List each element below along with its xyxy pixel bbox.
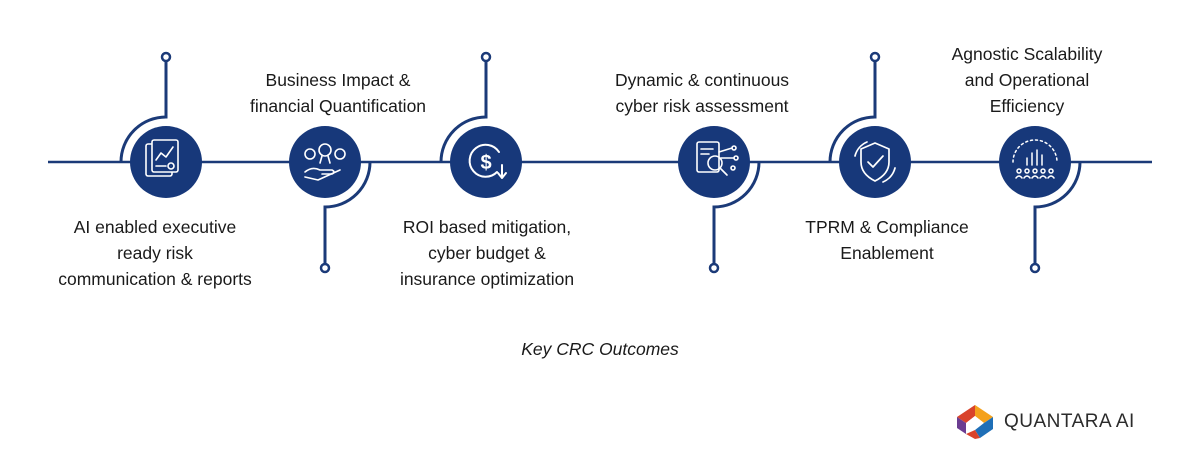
outcome-label-line: Efficiency [989,96,1065,116]
outcome-node-6 [999,126,1082,274]
outcome-node-2 [289,126,372,274]
connector-arc [439,57,488,163]
outcome-label-line: AI enabled executive [73,217,237,237]
connector-arc [323,161,372,268]
outcome-node-5 [828,51,911,198]
connector-end-dot [480,51,492,63]
outcome-label-line: Business Impact & [265,70,411,90]
node-circle [839,126,911,198]
connector-end-dot [708,262,720,274]
outcome-label-6: Agnostic Scalability and Operational Eff… [907,41,1147,119]
document-magnifier-network-icon [696,141,739,176]
outcome-label-line: insurance optimization [399,269,575,289]
quantara-logo [957,405,993,439]
connector-arc [119,57,168,163]
outcome-label-line: ready risk [117,243,193,263]
connector-end-dot [869,51,881,63]
outcome-label-2: Business Impact & financial Quantificati… [218,67,458,119]
svg-text:$: $ [480,152,491,174]
outcome-label-line: Dynamic & continuous [614,70,790,90]
outcome-node-3: $ [439,51,522,198]
dollar-decrease-icon: $ [468,143,507,179]
hand-award-coins-icon [304,143,346,181]
outcome-label-1: AI enabled executive ready risk communic… [35,214,275,292]
connector-end-dot [1029,262,1041,274]
node-circle [999,126,1071,198]
outcome-label-3: ROI based mitigation, cyber budget & ins… [367,214,607,292]
connector-arc [828,57,877,163]
outcome-label-line: Agnostic Scalability [951,44,1103,64]
outcome-node-1 [119,51,202,198]
outcome-label-line: financial Quantification [249,96,427,116]
outcome-label-line: communication & reports [58,269,252,289]
outcome-label-line: cyber risk assessment [615,96,789,116]
connector-arc [712,161,761,268]
connector-end-dot [160,51,172,63]
diagram-caption: Key CRC Outcomes [521,339,679,359]
connector-arc [1033,161,1082,268]
outcome-label-line: ROI based mitigation, [402,217,572,237]
outcome-node-4 [678,126,761,274]
brand-logo: QUANTARA AI [956,404,1135,440]
people-growth-chart-icon [1012,139,1058,179]
outcome-label-line: and Operational [964,70,1090,90]
node-circle [450,126,522,198]
outcome-label-4: Dynamic & continuous cyber risk assessme… [582,67,822,119]
outcome-label-line: TPRM & Compliance [805,217,969,237]
outcome-label-5: TPRM & Compliance Enablement [767,214,1007,266]
outcome-label-line: cyber budget & [428,243,546,263]
report-chart-icon [145,139,179,177]
brand-name: QUANTARA AI [1004,411,1135,432]
node-circle [678,126,750,198]
node-circle [289,126,361,198]
connector-end-dot [319,262,331,274]
outcome-label-line: Enablement [840,243,934,263]
shield-check-cycle-icon [854,141,896,183]
